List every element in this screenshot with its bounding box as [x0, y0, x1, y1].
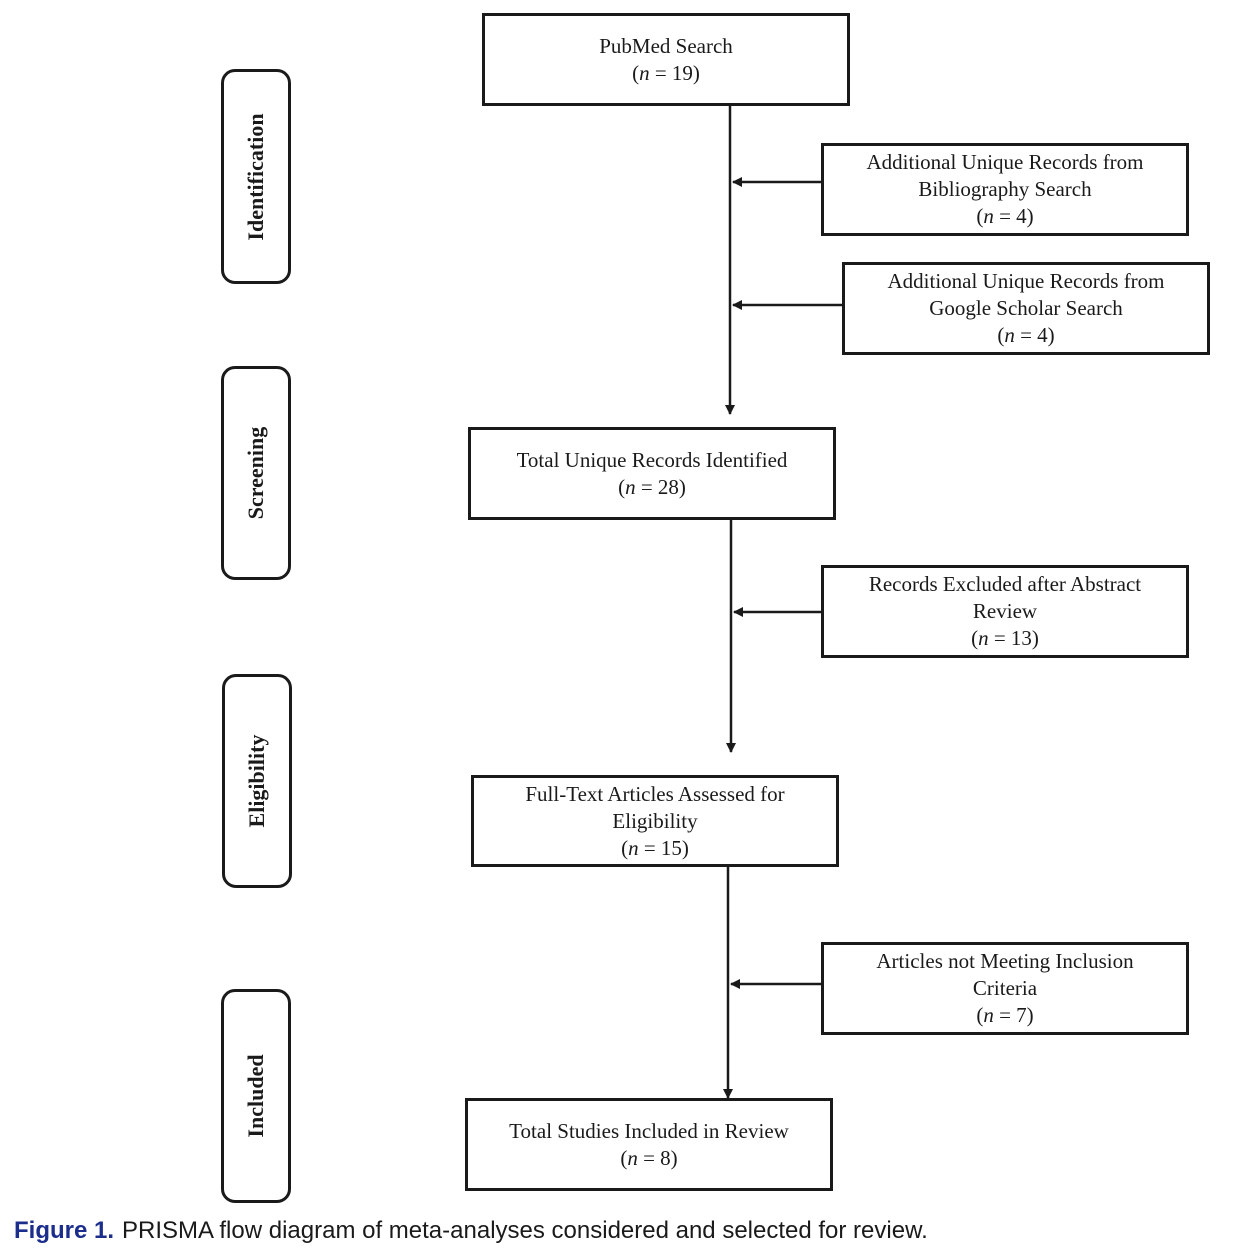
- box-not-meeting-criteria-text-1: Articles not Meeting Inclusion: [876, 949, 1134, 973]
- box-not-meeting-criteria: Articles not Meeting Inclusion Criteria …: [821, 942, 1189, 1035]
- box-full-text-articles-count: (n = 15): [621, 835, 689, 860]
- box-pubmed-search: PubMed Search (n = 19): [482, 13, 850, 106]
- box-pubmed-search-count: (n = 19): [632, 60, 700, 85]
- box-pubmed-search-text: PubMed Search: [599, 33, 733, 58]
- box-bibliography-search-count: (n = 4): [976, 204, 1034, 228]
- stage-identification: Identification: [221, 69, 291, 284]
- box-total-studies-included-text: Total Studies Included in Review: [509, 1118, 789, 1143]
- box-bibliography-search-text-2: Bibliography Search: [918, 177, 1092, 201]
- box-full-text-articles: Full-Text Articles Assessed for Eligibil…: [471, 775, 839, 867]
- box-total-unique-records: Total Unique Records Identified (n = 28): [468, 427, 836, 520]
- figure-caption-label: Figure 1.: [14, 1217, 115, 1244]
- box-bibliography-search-text-1: Additional Unique Records from: [866, 150, 1144, 174]
- box-records-excluded: Records Excluded after Abstract Review (…: [821, 565, 1189, 658]
- stage-included: Included: [221, 989, 291, 1203]
- figure-caption-text: PRISMA flow diagram of meta-analyses con…: [122, 1217, 928, 1244]
- box-records-excluded-count: (n = 13): [971, 626, 1039, 650]
- box-google-scholar-search-text-1: Additional Unique Records from: [887, 269, 1165, 293]
- box-full-text-articles-text-2: Eligibility: [612, 808, 698, 833]
- box-bibliography-search: Additional Unique Records from Bibliogra…: [821, 143, 1189, 236]
- box-not-meeting-criteria-text-2: Criteria: [972, 976, 1038, 1000]
- stage-screening: Screening: [221, 366, 291, 580]
- box-total-unique-records-text: Total Unique Records Identified: [516, 447, 788, 472]
- stage-screening-label: Screening: [243, 426, 268, 520]
- stage-eligibility: Eligibility: [222, 674, 292, 888]
- stage-eligibility-label: Eligibility: [244, 734, 269, 828]
- figure-caption: Figure 1. PRISMA flow diagram of meta-ana…: [14, 1217, 928, 1245]
- box-google-scholar-search: Additional Unique Records from Google Sc…: [842, 262, 1210, 355]
- stage-identification-label: Identification: [243, 112, 268, 241]
- stage-included-label: Included: [243, 1054, 268, 1138]
- box-not-meeting-criteria-count: (n = 7): [976, 1003, 1034, 1027]
- box-total-unique-records-count: (n = 28): [618, 474, 686, 499]
- box-total-studies-included-count: (n = 8): [620, 1145, 678, 1170]
- box-total-studies-included: Total Studies Included in Review (n = 8): [465, 1098, 833, 1191]
- box-google-scholar-search-text-2: Google Scholar Search: [929, 296, 1123, 320]
- box-google-scholar-search-count: (n = 4): [997, 323, 1055, 347]
- box-records-excluded-text-2: Review: [972, 599, 1038, 623]
- box-records-excluded-text-1: Records Excluded after Abstract: [868, 572, 1142, 596]
- box-full-text-articles-text-1: Full-Text Articles Assessed for: [525, 781, 785, 806]
